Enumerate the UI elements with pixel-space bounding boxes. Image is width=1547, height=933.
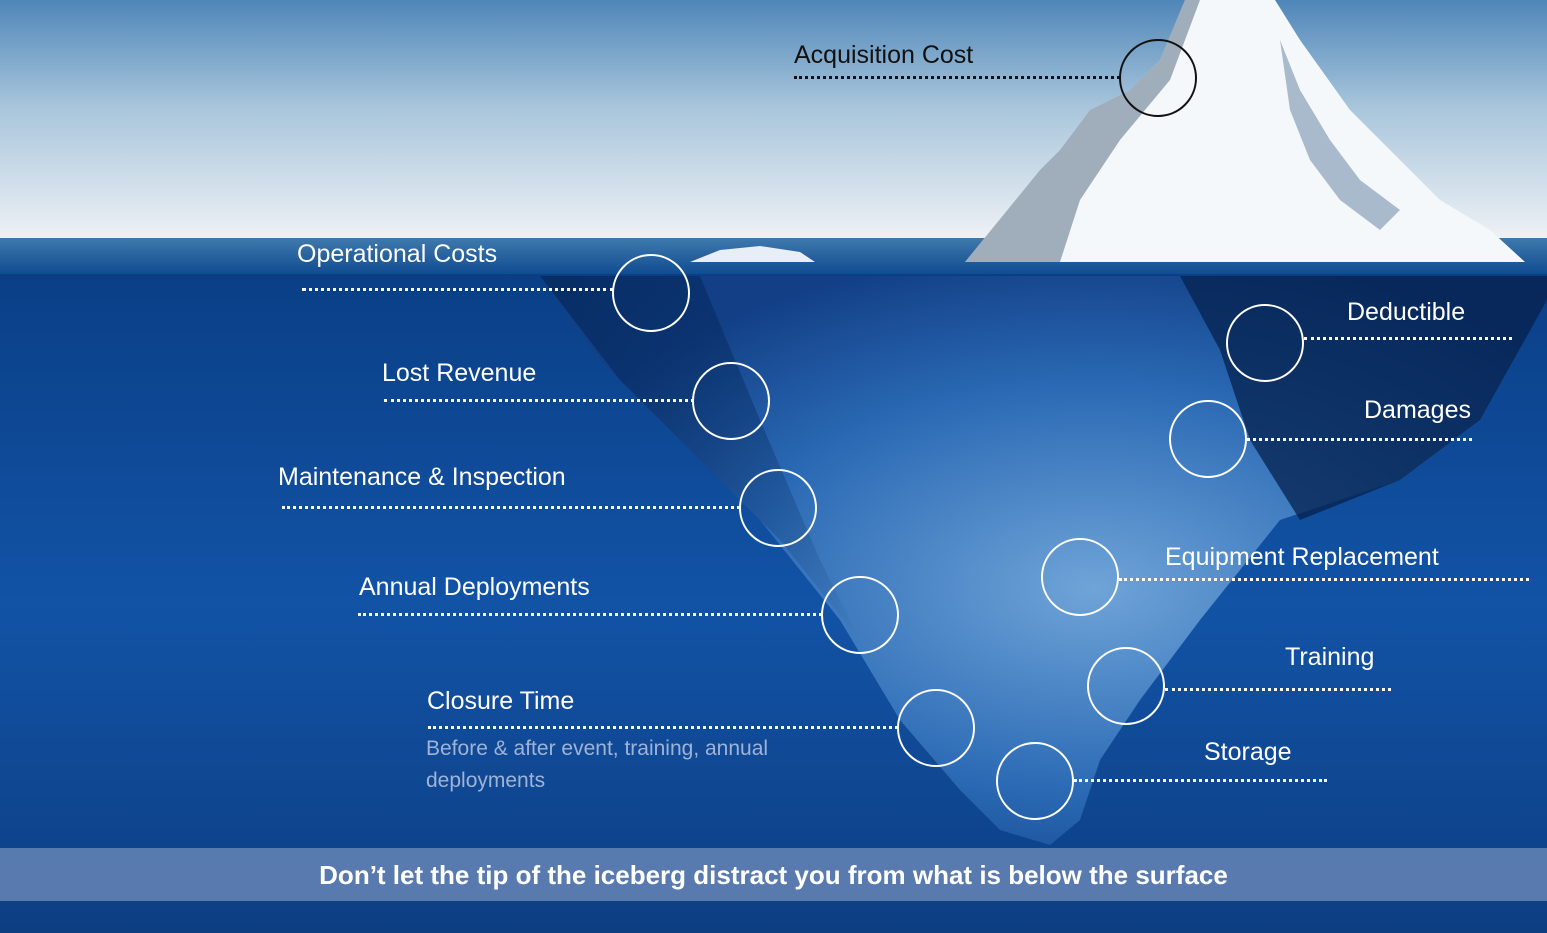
iceberg-peak-crevice [1280, 40, 1400, 230]
leader-training [1165, 688, 1391, 691]
callout-maintenance-inspection [739, 469, 817, 547]
leader-lost-revenue [384, 399, 694, 402]
label-storage: Storage [1204, 738, 1292, 766]
bottom-banner [0, 848, 1547, 901]
label-operational-costs: Operational Costs [297, 240, 498, 268]
label-damages: Damages [1364, 396, 1471, 424]
iceberg-left-shade [540, 276, 860, 640]
leader-storage [1074, 779, 1327, 782]
label-annual-deployments: Annual Deployments [359, 573, 590, 601]
callout-storage [996, 742, 1074, 820]
label-training: Training [1285, 643, 1375, 671]
label-closure-time: Closure Time [427, 687, 575, 715]
leader-maintenance-inspection [282, 506, 740, 509]
closure-time-note: Before & after event, training, annual d… [426, 737, 769, 792]
leader-acquisition-cost [794, 76, 1120, 79]
callout-equipment-replacement [1041, 538, 1119, 616]
label-deductible: Deductible [1347, 298, 1466, 326]
callout-acquisition-cost [1119, 39, 1197, 117]
label-equipment-replacement: Equipment Replacement [1165, 543, 1439, 571]
leader-closure-time [428, 726, 898, 729]
leader-deductible [1304, 337, 1512, 340]
leader-damages [1247, 438, 1472, 441]
iceberg-peak-shadow [965, 0, 1200, 262]
leader-annual-deployments [358, 613, 822, 616]
iceberg-peak [965, 0, 1525, 262]
leader-operational-costs [302, 288, 614, 291]
leader-equipment-replacement [1119, 578, 1529, 581]
callout-closure-time [897, 689, 975, 767]
callout-damages [1169, 400, 1247, 478]
callout-deductible [1226, 304, 1304, 382]
callout-training [1087, 647, 1165, 725]
label-acquisition-cost: Acquisition Cost [794, 41, 974, 69]
callout-annual-deployments [821, 576, 899, 654]
callout-operational-costs [612, 254, 690, 332]
ice-floe [690, 246, 815, 262]
banner-text: Don’t let the tip of the iceberg distrac… [319, 860, 1228, 890]
label-lost-revenue: Lost Revenue [382, 359, 537, 387]
label-maintenance-inspection: Maintenance & Inspection [278, 463, 566, 491]
callout-lost-revenue [692, 362, 770, 440]
